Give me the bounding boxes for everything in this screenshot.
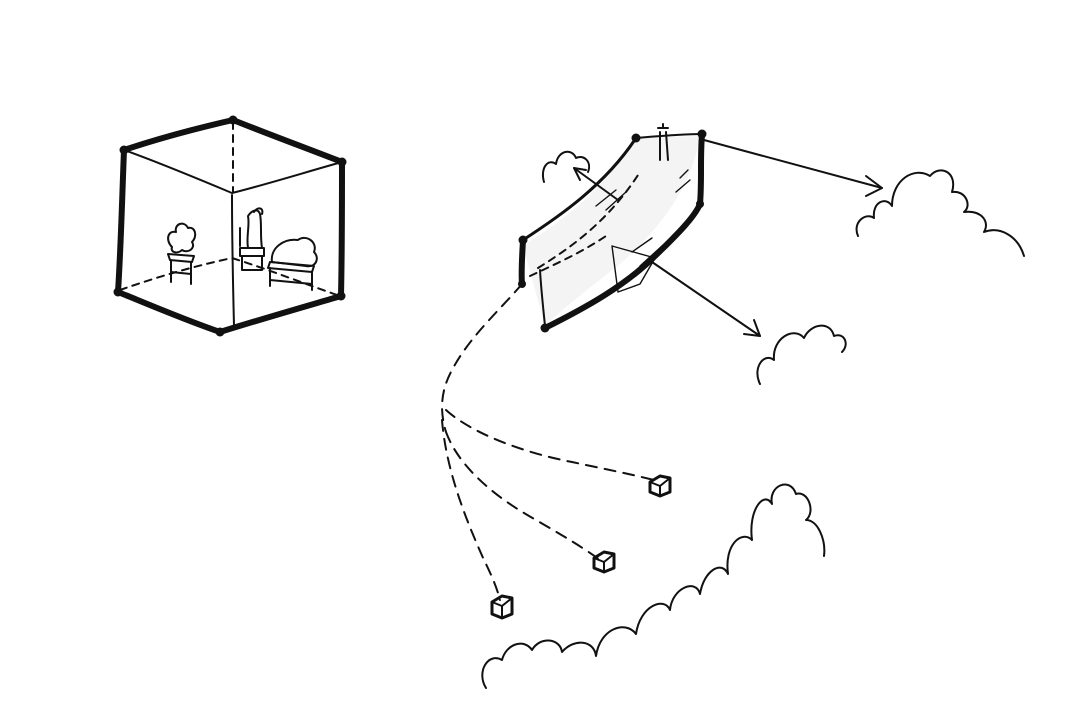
view-arrow-east xyxy=(703,139,883,189)
trees xyxy=(481,150,1025,689)
cube-bottom-edge xyxy=(115,289,344,335)
view-arrow-north xyxy=(573,167,619,201)
cube-top-back-edge xyxy=(123,149,343,194)
view-arrows xyxy=(573,139,883,337)
cube-left-edge xyxy=(115,147,127,295)
cube-hidden-floor xyxy=(119,257,341,297)
tree-line-south-icon xyxy=(481,483,826,689)
lookout-pavilion-3 xyxy=(490,594,514,620)
cube-front-vertical xyxy=(231,194,235,327)
pavilion-right-edge xyxy=(697,131,705,207)
path-trunk xyxy=(441,283,523,433)
pavilion-bottom-edge xyxy=(542,201,703,331)
pavilion-top-front xyxy=(521,136,638,242)
path-to-lookout-3 xyxy=(441,419,501,601)
pavilion-left-edge xyxy=(518,237,526,287)
pavilion-mid-vertical xyxy=(539,269,546,327)
person-figure-icon xyxy=(657,123,669,161)
view-arrow-southeast xyxy=(651,261,761,337)
tree-cluster-southeast-icon xyxy=(756,324,847,385)
exhibit-bench-icon xyxy=(267,236,318,291)
closed-room-cube xyxy=(113,115,347,337)
tree-cluster-east-icon xyxy=(855,169,1025,257)
pavilion-top-back xyxy=(635,133,703,139)
path-to-lookout-2 xyxy=(445,431,601,561)
path-to-lookout-1 xyxy=(445,409,655,481)
lookout-pavilion-2 xyxy=(592,550,616,574)
lookout-pavilion-1 xyxy=(648,474,672,498)
tree-small-icon xyxy=(542,150,590,183)
curved-glass-pavilion xyxy=(518,123,707,333)
cube-right-edge xyxy=(338,159,345,299)
sculpture-icon xyxy=(239,207,265,271)
plant-icon xyxy=(167,222,197,285)
pavilion-top-inner xyxy=(537,171,641,269)
approach-paths xyxy=(441,283,655,601)
